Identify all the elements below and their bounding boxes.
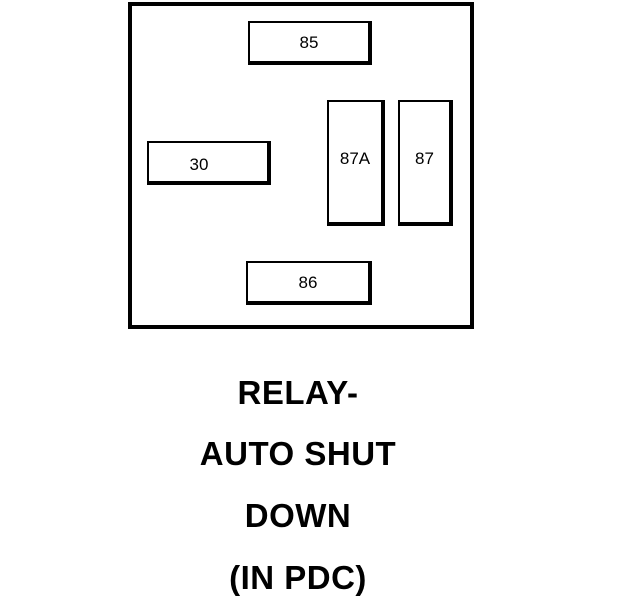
caption-line-4: (IN PDC) [229, 559, 367, 596]
terminal-85: 85 [248, 21, 372, 65]
caption-line-2: AUTO SHUT [199, 435, 397, 472]
caption-line-1: RELAY- [237, 374, 359, 411]
relay-body-outline [128, 2, 474, 329]
terminal-30: 30 [147, 141, 271, 185]
terminal-87-label: 87 [415, 149, 434, 168]
caption-line-3: DOWN [244, 497, 352, 534]
terminal-86-label: 86 [298, 272, 318, 292]
terminal-86: 86 [246, 261, 372, 305]
terminal-85-label: 85 [299, 32, 319, 52]
terminal-87: 87 [398, 100, 453, 226]
terminal-30-label: 30 [189, 154, 209, 174]
terminal-87a: 87A [327, 100, 385, 226]
terminal-87a-label: 87A [339, 149, 371, 168]
